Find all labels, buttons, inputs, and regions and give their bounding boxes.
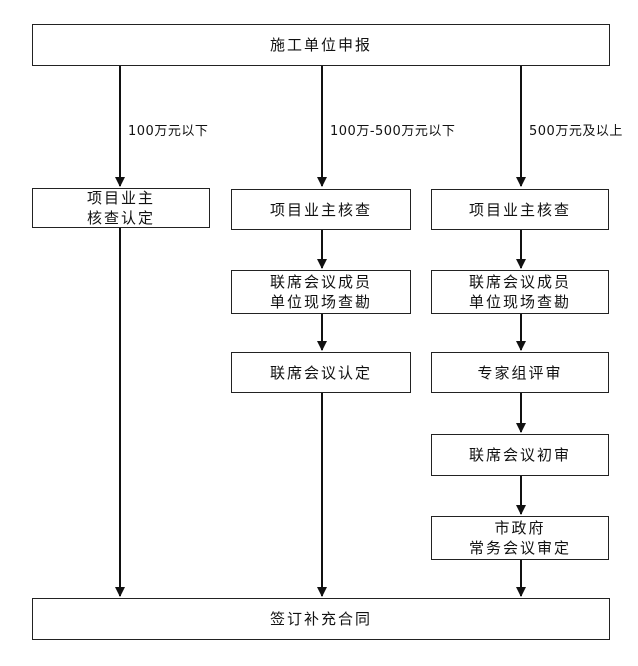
branch1-condition-label: 100万元以下 (128, 124, 209, 139)
branch3-condition-label: 500万元及以上 (529, 124, 623, 139)
branch3-step5-label: 市政府 常务会议审定 (468, 519, 571, 557)
branch3-step3-label: 专家组评审 (477, 363, 563, 382)
branch2-step2-label: 联席会议成员 单位现场查勘 (269, 273, 372, 311)
branch2-condition-label: 100万-500万元以下 (330, 124, 456, 139)
branch1-step1-box: 项目业主 核查认定 (32, 188, 210, 228)
branch2-step1-box: 项目业主核查 (231, 189, 411, 230)
branch3-step4-label: 联席会议初审 (468, 446, 571, 464)
branch2-step3-label: 联席会议认定 (269, 363, 372, 382)
branch3-step3-box: 专家组评审 (431, 352, 609, 393)
branch2-step2-box: 联席会议成员 单位现场查勘 (231, 270, 411, 314)
branch2-step3-box: 联席会议认定 (231, 352, 411, 393)
top-box: 施工单位申报 (32, 24, 610, 66)
branch3-step5-box: 市政府 常务会议审定 (431, 516, 609, 560)
branch3-step1-box: 项目业主核查 (431, 189, 609, 230)
branch3-step2-label: 联席会议成员 单位现场查勘 (468, 273, 571, 311)
top-box-label: 施工单位申报 (269, 36, 372, 54)
branch3-step4-box: 联席会议初审 (431, 434, 609, 476)
branch3-step2-box: 联席会议成员 单位现场查勘 (431, 270, 609, 314)
branch1-step1-label: 项目业主 核查认定 (86, 189, 155, 227)
branch3-step1-label: 项目业主核查 (468, 200, 571, 219)
branch2-step1-label: 项目业主核查 (269, 200, 372, 219)
bottom-box-label: 签订补充合同 (269, 610, 372, 628)
bottom-box: 签订补充合同 (32, 598, 610, 640)
